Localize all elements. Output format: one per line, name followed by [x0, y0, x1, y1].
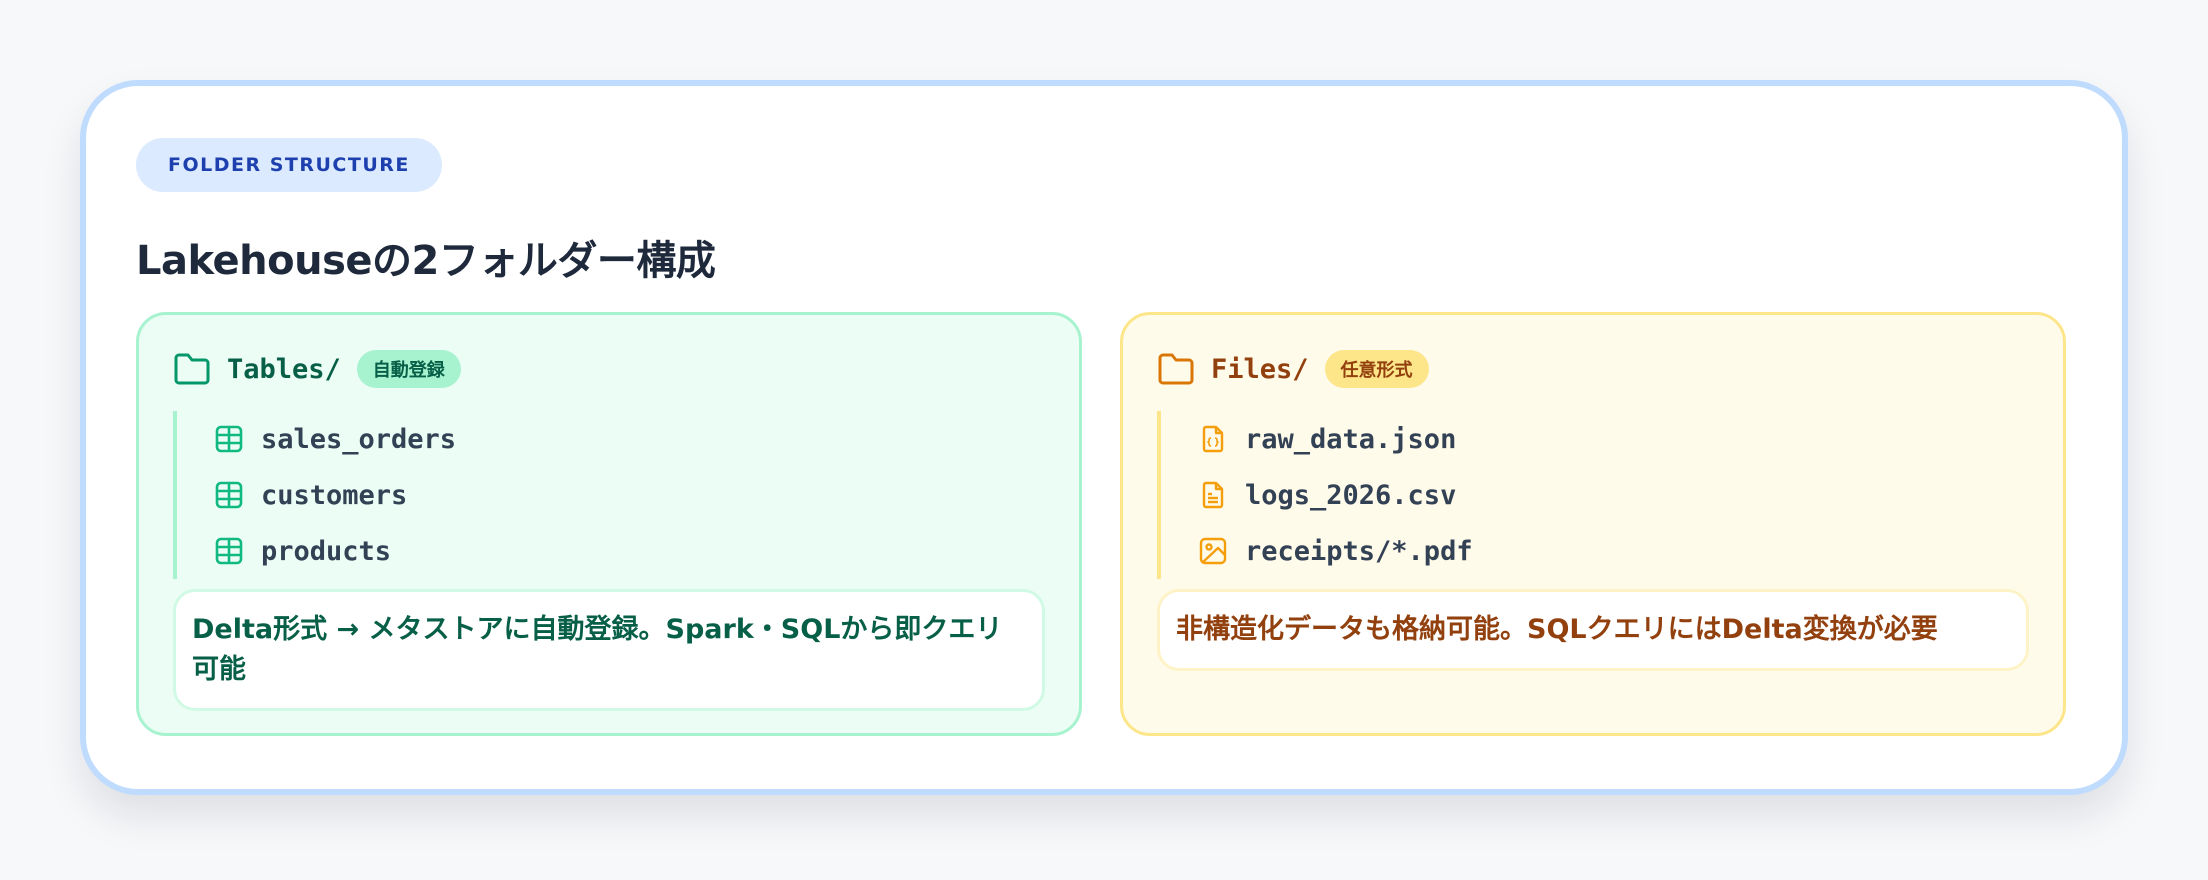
tables-note: Delta形式 → メタストアに自動登録。Spark・SQLから即クエリ可能 [173, 589, 1045, 711]
files-panel: Files/ 任意形式 raw_data.json logs_2026.csv … [1120, 312, 2066, 736]
file-name: raw_data.json [1245, 423, 1457, 455]
files-folder-header[interactable]: Files/ 任意形式 [1157, 349, 1429, 389]
table-name: sales_orders [261, 423, 457, 455]
folder-tag: 自動登録 [356, 350, 461, 388]
folder-icon [174, 353, 210, 385]
table-icon [215, 537, 243, 565]
folder-name: Files/ [1211, 353, 1309, 385]
table-name: customers [261, 479, 408, 511]
list-item[interactable]: products [215, 523, 456, 579]
table-icon [215, 425, 243, 453]
list-item[interactable]: logs_2026.csv [1199, 467, 1473, 523]
table-name: products [261, 535, 392, 567]
file-name: receipts/*.pdf [1245, 535, 1473, 567]
folder-icon [1158, 353, 1194, 385]
folder-name: Tables/ [227, 353, 341, 385]
list-item[interactable]: raw_data.json [1199, 411, 1473, 467]
list-item[interactable]: sales_orders [215, 411, 456, 467]
table-icon [215, 481, 243, 509]
eyebrow-label: FOLDER STRUCTURE [168, 154, 410, 176]
tables-list: sales_orders customers products [173, 411, 456, 579]
files-list: raw_data.json logs_2026.csv receipts/*.p… [1157, 411, 1473, 579]
list-item[interactable]: customers [215, 467, 456, 523]
file-name: logs_2026.csv [1245, 479, 1457, 511]
files-note: 非構造化データも格納可能。SQLクエリにはDelta変換が必要 [1157, 589, 2029, 671]
folder-tag: 任意形式 [1324, 350, 1429, 388]
image-file-icon [1199, 537, 1227, 565]
tables-panel: Tables/ 自動登録 sales_orders customers prod… [136, 312, 1082, 736]
json-file-icon [1202, 425, 1224, 453]
text-file-icon [1202, 481, 1224, 509]
tables-folder-header[interactable]: Tables/ 自動登録 [173, 349, 461, 389]
page-title: Lakehouseの2フォルダー構成 [136, 238, 716, 284]
eyebrow-badge: FOLDER STRUCTURE [136, 138, 442, 192]
folder-structure-card: FOLDER STRUCTURE Lakehouseの2フォルダー構成 Tabl… [80, 80, 2128, 795]
list-item[interactable]: receipts/*.pdf [1199, 523, 1473, 579]
